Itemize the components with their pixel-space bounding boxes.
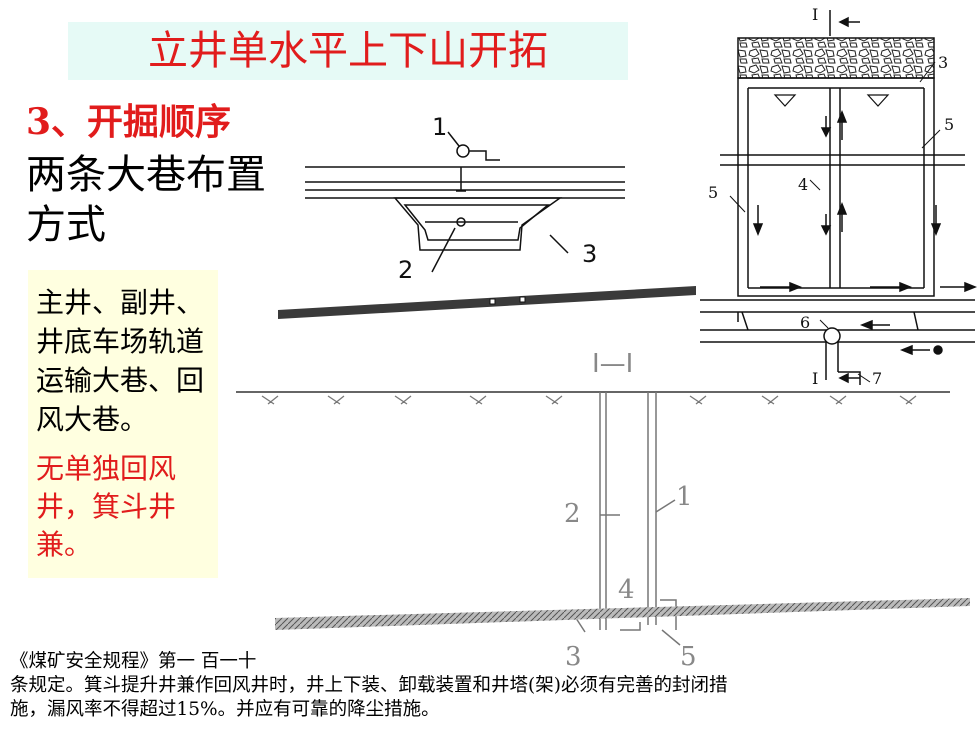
section-label-3: 3	[565, 642, 582, 672]
side-note-box	[28, 270, 218, 578]
section-mark-bottom: I	[812, 369, 818, 388]
right-label-7: 7	[872, 369, 882, 388]
right-label-5a: 5	[944, 115, 954, 134]
right-label-6: 6	[800, 313, 810, 332]
auxiliary-shaft-icon	[456, 217, 466, 227]
side-note-highlight: 无单独回风井，箕斗井兼。	[36, 452, 177, 561]
section-label-1: 1	[676, 482, 693, 512]
footnote-line-2: 条规定。箕斗提升井兼作回风井时，井上下装、卸载装置和井塔(架)必须有完善的封闭措	[10, 675, 728, 696]
side-note-text: 主井、副井、井底车场轨道运输大巷、回风大巷。	[36, 286, 205, 436]
section-label-5: 5	[680, 642, 697, 672]
right-plan-diagram: I I 3 5 5 4 6 7	[700, 5, 978, 388]
regulation-footnote: 《煤矿安全规程》第一 百一十 条规定。箕斗提升井兼作回风井时，井上下装、卸载装置…	[10, 650, 970, 722]
footnote-line-1: 《煤矿安全规程》第一 百一十	[10, 651, 257, 672]
top-label-3: 3	[582, 240, 597, 268]
slide-subtitle: 两条大巷布置方式	[26, 152, 266, 248]
inclined-seam	[278, 286, 696, 319]
shaft-bottom-icon	[823, 327, 841, 345]
footnote-line-3: 施，漏风率不得超过15%。并应有可靠的降尘措施。	[10, 699, 440, 720]
section-label-4: 4	[618, 575, 635, 605]
rock-overburden	[737, 37, 935, 79]
right-label-3: 3	[938, 53, 948, 72]
top-plan-diagram	[305, 131, 625, 273]
title-background	[68, 22, 628, 80]
slide-title: 立井单水平上下山开拓	[148, 28, 548, 74]
right-label-4: 4	[798, 175, 808, 194]
top-label-1: 1	[432, 113, 447, 141]
section-mark-top: I	[812, 5, 818, 24]
main-shaft-icon	[456, 144, 470, 158]
right-label-5b: 5	[708, 183, 718, 202]
coal-seam-bottom	[275, 598, 970, 630]
section-title: I—I	[592, 349, 633, 379]
section-view-diagram: I—I 2 1 4 3 5	[236, 349, 970, 672]
section-heading: 3、开掘顺序	[26, 101, 232, 143]
section-label-2: 2	[564, 499, 581, 529]
top-label-2: 2	[398, 256, 413, 284]
